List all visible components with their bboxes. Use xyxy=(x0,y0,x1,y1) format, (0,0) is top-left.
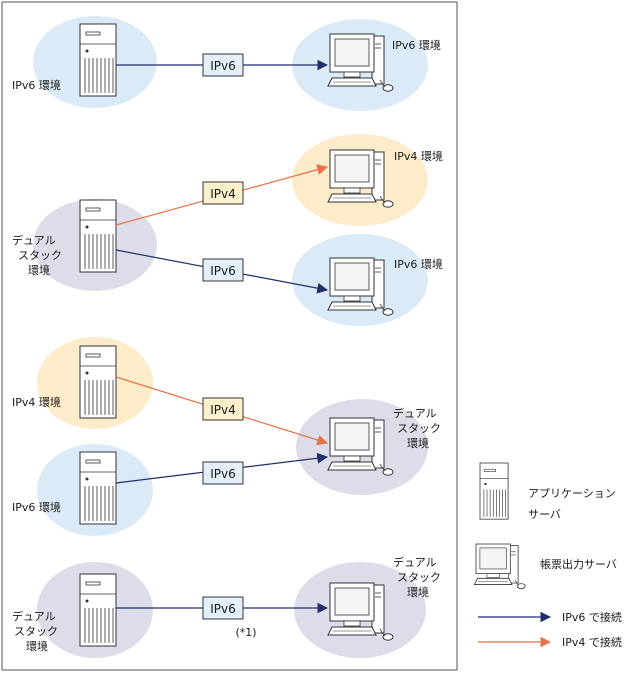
client-a-env-label: IPv4 環境 xyxy=(394,149,443,163)
client-env-label-line3: 環境 xyxy=(407,585,429,599)
protocol-box-ipv6 xyxy=(202,461,244,485)
server-env-label-line2: スタック xyxy=(18,249,62,262)
form-output-server-icon xyxy=(327,582,394,641)
diagram-frame xyxy=(1,1,458,671)
server-b-env-label: IPv6 環境 xyxy=(12,500,61,514)
server-env-label-line1: デュアル xyxy=(12,233,56,247)
protocol-label-ipv6: IPv6 xyxy=(210,602,236,616)
protocol-label-ipv6: IPv6 xyxy=(210,59,236,73)
application-server-icon xyxy=(79,345,117,419)
protocol-box-ipv6 xyxy=(202,258,244,282)
form-output-server-icon xyxy=(327,33,394,92)
client-env-label: IPv6 環境 xyxy=(392,38,441,52)
legend-server-label-line1: アプリケーション xyxy=(528,487,616,500)
protocol-box-ipv4 xyxy=(202,181,244,205)
legend-client-label: 帳票出力サーバ xyxy=(540,557,617,571)
legend-ipv6-label: IPv6 で接続 xyxy=(562,610,622,624)
legend-server-label-line2: サーバ xyxy=(528,508,561,521)
application-server-icon xyxy=(79,199,117,273)
client-env-label-line2: スタック xyxy=(397,422,441,435)
form-output-server-icon xyxy=(327,257,394,316)
application-server-icon xyxy=(79,573,117,647)
server-env-label-line1: デュアル xyxy=(12,609,56,623)
legend: アプリケーション サーバ 帳票出力サーバ IPv6 で接続 IPv4 で接続 xyxy=(474,462,622,649)
legend-ipv4-label: IPv4 で接続 xyxy=(562,635,622,649)
client-b-env-label: IPv6 環境 xyxy=(394,257,443,271)
server-env-label-line3: 環境 xyxy=(28,263,50,277)
form-output-server-icon xyxy=(327,417,394,476)
protocol-label-ipv4: IPv4 xyxy=(210,187,236,201)
protocol-box-ipv6 xyxy=(202,596,244,620)
legend-server-icon xyxy=(479,462,509,520)
protocol-label-ipv4: IPv4 xyxy=(210,403,236,417)
protocol-label-ipv6: IPv6 xyxy=(210,467,236,481)
scenario-4: デュアル スタック 環境 デュアル スタック 環境 IPv6 (*1) xyxy=(12,555,441,658)
client-env-label-line3: 環境 xyxy=(407,436,429,450)
scenario-2: デュアル スタック 環境 IPv4 環境 IPv6 環境 IPv4 IPv6 xyxy=(12,134,443,326)
protocol-box-ipv4 xyxy=(202,397,244,421)
application-server-icon xyxy=(79,23,117,97)
scenario-1: IPv6 環境 IPv6 環境 IPv6 xyxy=(12,16,441,111)
footnote-marker: (*1) xyxy=(235,626,256,639)
scenario-3: IPv4 環境 IPv6 環境 デュアル スタック 環境 IPv4 IPv6 xyxy=(12,337,441,536)
server-env-label-line2: スタック xyxy=(14,625,58,638)
server-env-label-line3: 環境 xyxy=(26,639,48,653)
protocol-box-ipv6 xyxy=(202,53,244,77)
protocol-label-ipv6: IPv6 xyxy=(210,264,236,278)
legend-client-icon xyxy=(474,543,526,590)
server-a-env-label: IPv4 環境 xyxy=(12,395,61,409)
client-env-label-line1: デュアル xyxy=(393,406,437,420)
client-env-label-line1: デュアル xyxy=(393,555,437,569)
application-server-icon xyxy=(79,451,117,525)
server-env-label: IPv6 環境 xyxy=(12,78,61,92)
client-env-label-line2: スタック xyxy=(397,571,441,584)
form-output-server-icon xyxy=(327,149,394,208)
